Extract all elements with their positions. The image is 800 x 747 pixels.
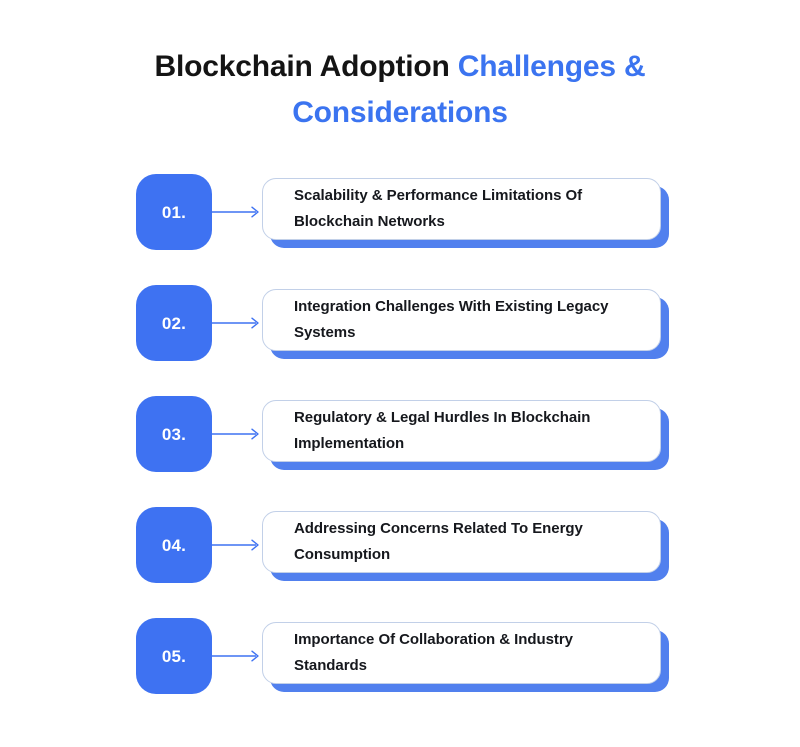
arrow-right-icon [212,648,264,664]
item-number-label: 03. [161,424,187,444]
list-item[interactable]: 03. Regulatory & Legal Hurdles In Blockc… [0,396,800,472]
item-card[interactable]: Scalability & Performance Limitations Of… [262,178,661,240]
list-item[interactable]: 01. Scalability & Performance Limitation… [0,174,800,250]
item-card-wrapper: Regulatory & Legal Hurdles In Blockchain… [262,400,669,470]
title-line-1: Blockchain Adoption Challenges & [100,44,700,90]
item-card[interactable]: Regulatory & Legal Hurdles In Blockchain… [262,400,661,462]
item-card-text: Regulatory & Legal Hurdles In Blockchain… [294,409,591,452]
item-card-wrapper: Scalability & Performance Limitations Of… [262,178,669,248]
item-card-wrapper: Integration Challenges With Existing Leg… [262,289,669,359]
item-number-badge: 05. [136,618,212,694]
arrow-right-icon [212,426,264,442]
challenges-list: 01. Scalability & Performance Limitation… [0,174,800,694]
arrow-right-icon [212,204,264,220]
item-card-text: Importance Of Collaboration & Industry S… [294,631,573,674]
item-number-badge: 03. [136,396,212,472]
item-number-label: 02. [161,313,187,333]
item-number-badge: 02. [136,285,212,361]
item-card[interactable]: Integration Challenges With Existing Leg… [262,289,661,351]
item-card[interactable]: Importance Of Collaboration & Industry S… [262,622,661,684]
arrow-right-icon [212,537,264,553]
item-card[interactable]: Addressing Concerns Related To Energy Co… [262,511,661,573]
item-number-badge: 01. [136,174,212,250]
item-number-label: 01. [161,202,187,222]
item-card-wrapper: Importance Of Collaboration & Industry S… [262,622,669,692]
page-title: Blockchain Adoption Challenges & Conside… [100,44,700,136]
list-item[interactable]: 04. Addressing Concerns Related To Energ… [0,507,800,583]
item-card-text: Addressing Concerns Related To Energy Co… [294,520,583,563]
arrow-right-icon [212,315,264,331]
item-card-text: Integration Challenges With Existing Leg… [294,298,609,341]
item-number-label: 05. [161,646,187,666]
title-line-2: Considerations [292,96,508,129]
list-item[interactable]: 05. Importance Of Collaboration & Indust… [0,618,800,694]
title-plain-text: Blockchain Adoption [154,50,458,83]
item-card-wrapper: Addressing Concerns Related To Energy Co… [262,511,669,581]
item-number-label: 04. [161,535,187,555]
item-number-badge: 04. [136,507,212,583]
item-card-text: Scalability & Performance Limitations Of… [294,187,583,230]
title-accent-text-1: Challenges & [457,50,646,83]
list-item[interactable]: 02. Integration Challenges With Existing… [0,285,800,361]
